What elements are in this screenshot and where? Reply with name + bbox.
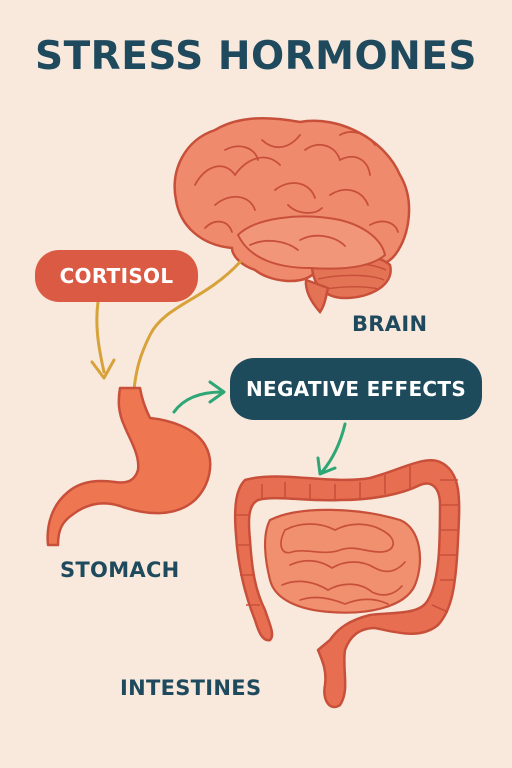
arrow-icon bbox=[316, 422, 347, 476]
stomach-label: STOMACH bbox=[60, 558, 180, 582]
arrow-icon bbox=[172, 380, 226, 414]
intestines-icon bbox=[233, 459, 461, 709]
brain-stomach-connector bbox=[132, 260, 242, 392]
brain-label: BRAIN bbox=[352, 312, 428, 336]
brain-icon bbox=[173, 117, 411, 315]
intestines-label: INTESTINES bbox=[120, 676, 262, 700]
arrow-icon bbox=[90, 300, 116, 380]
negative-effects-badge: NEGATIVE EFFECTS bbox=[230, 358, 482, 420]
cortisol-badge: CORTISOL bbox=[35, 250, 198, 302]
page-title: STRESS HORMONES bbox=[34, 34, 478, 79]
stomach-icon bbox=[46, 386, 212, 547]
